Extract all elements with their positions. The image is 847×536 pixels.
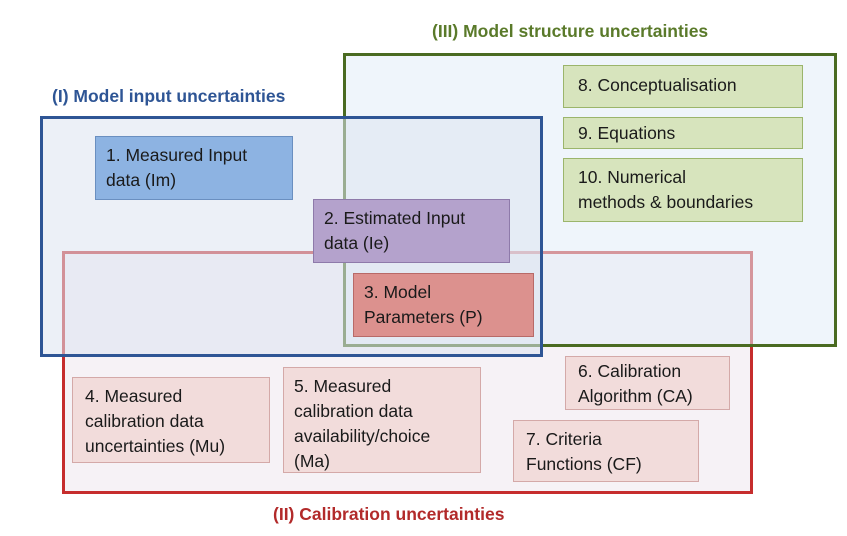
equations-box: 9. Equations (563, 117, 803, 149)
estimated-input-data-box: 2. Estimated Input data (Ie) (313, 199, 510, 263)
box-line: 4. Measured (85, 386, 183, 406)
box-line: uncertainties (Mu) (85, 436, 226, 456)
box-line: calibration data (85, 411, 204, 431)
measured-calibration-uncertainties-box: 4. Measured calibration data uncertainti… (72, 377, 270, 463)
numerical-methods-box: 10. Numerical methods & boundaries (563, 158, 803, 222)
box-line: data (Im) (106, 170, 177, 190)
measured-input-data-box: 1. Measured Input data (Im) (95, 136, 293, 200)
box-line: availability/choice (294, 426, 431, 446)
box-line: Parameters (P) (364, 307, 483, 327)
box-line: data (Ie) (324, 233, 390, 253)
calibration-uncertainties-title: (II) Calibration uncertainties (273, 504, 505, 524)
box-line: Functions (CF) (526, 454, 642, 474)
box-line: 1. Measured Input (106, 145, 248, 165)
calibration-algorithm-box: 6. Calibration Algorithm (CA) (565, 356, 730, 410)
box-line: 8. Conceptualisation (578, 75, 737, 95)
model-input-uncertainties-title: (I) Model input uncertainties (52, 86, 286, 106)
conceptualisation-box: 8. Conceptualisation (563, 65, 803, 108)
model-parameters-box: 3. Model Parameters (P) (353, 273, 534, 337)
model-structure-uncertainties-title: (III) Model structure uncertainties (432, 21, 709, 41)
box-line: 2. Estimated Input (324, 208, 466, 228)
box-line: Algorithm (CA) (578, 386, 693, 406)
box-line: 7. Criteria (526, 429, 602, 449)
box-line: 10. Numerical (578, 167, 686, 187)
box-line: methods & boundaries (578, 192, 754, 212)
measured-calibration-availability-box: 5. Measured calibration data availabilit… (283, 367, 481, 473)
box-line: calibration data (294, 401, 413, 421)
box-line: 5. Measured (294, 376, 392, 396)
box-line: 3. Model (364, 282, 432, 302)
criteria-functions-box: 7. Criteria Functions (CF) (513, 420, 699, 482)
box-line: (Ma) (294, 451, 330, 471)
box-line: 9. Equations (578, 123, 676, 143)
box-line: 6. Calibration (578, 361, 682, 381)
